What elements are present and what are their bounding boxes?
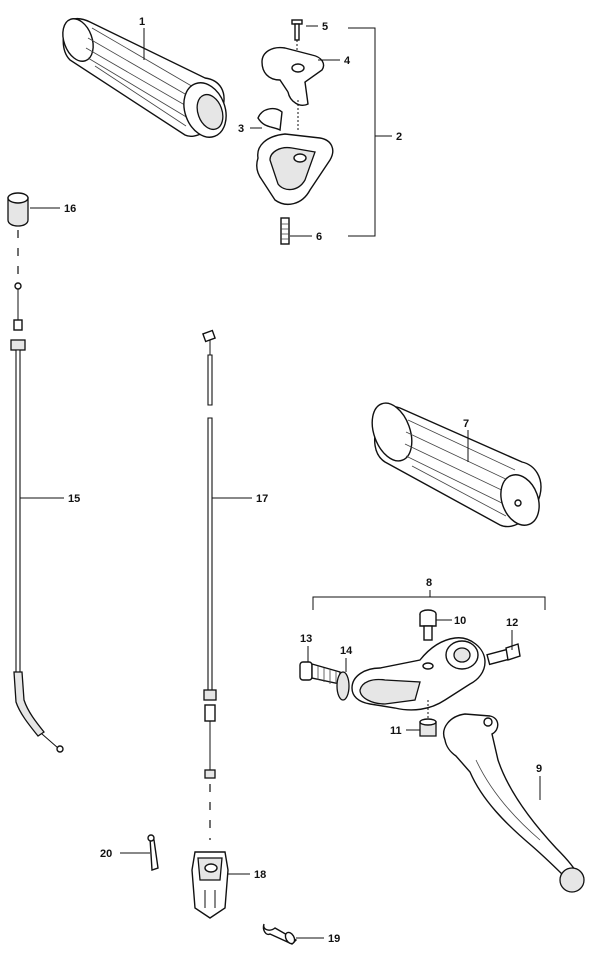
callout-17: 17 xyxy=(256,493,268,505)
left-grip xyxy=(371,402,542,528)
lever-bracket-assembly xyxy=(299,609,521,737)
callout-13: 13 xyxy=(300,633,312,645)
callout-7: 7 xyxy=(463,418,469,430)
callout-15: 15 xyxy=(68,493,80,505)
callout-19: 19 xyxy=(328,933,340,945)
clevis-pin xyxy=(262,923,298,945)
clutch-lever xyxy=(443,713,585,893)
callout-6: 6 xyxy=(316,231,322,243)
callout-5: 5 xyxy=(322,21,328,33)
cable-end-fitting xyxy=(191,851,229,919)
callout-8: 8 xyxy=(426,577,432,589)
callout-2: 2 xyxy=(396,131,402,143)
cable-collar xyxy=(7,192,29,282)
callout-labels: 1 2 3 4 5 6 7 8 9 10 11 12 13 14 15 16 1… xyxy=(64,16,542,945)
callout-20: 20 xyxy=(100,848,112,860)
callout-16: 16 xyxy=(64,203,76,215)
callout-18: 18 xyxy=(254,869,266,881)
throttle-cable xyxy=(10,282,64,753)
clutch-cable xyxy=(202,329,217,840)
callout-10: 10 xyxy=(454,615,466,627)
cotter-pin xyxy=(147,834,159,871)
lever-assembly-bracket xyxy=(312,596,546,610)
callout-12: 12 xyxy=(506,617,518,629)
callout-1: 1 xyxy=(139,16,145,28)
throttle-housing-assembly xyxy=(256,19,392,245)
leader-lines xyxy=(20,25,541,939)
callout-11: 11 xyxy=(390,725,402,737)
callout-14: 14 xyxy=(340,645,353,657)
callout-9: 9 xyxy=(536,763,542,775)
callout-3: 3 xyxy=(238,123,244,135)
callout-4: 4 xyxy=(344,55,351,67)
throttle-grip xyxy=(62,17,227,138)
